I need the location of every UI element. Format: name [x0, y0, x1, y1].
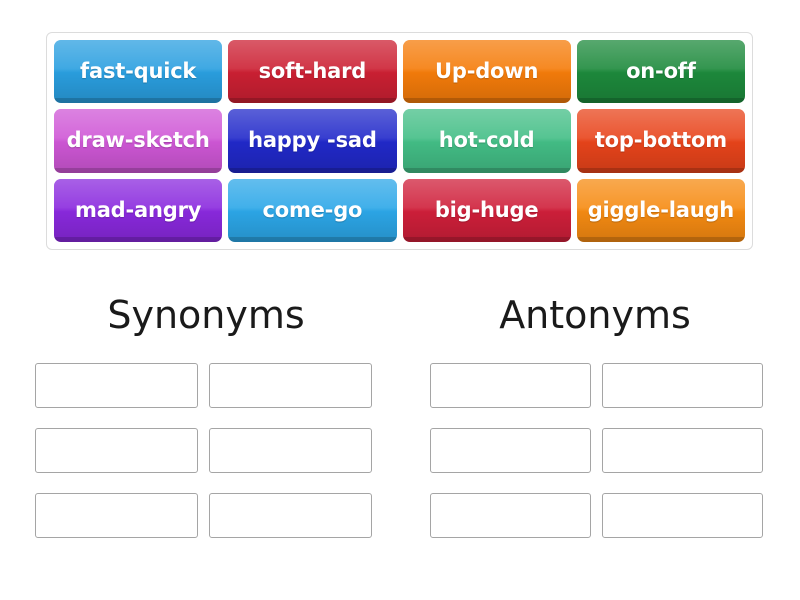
- tile-label: happy -sad: [248, 128, 377, 153]
- tile-fast-quick[interactable]: fast-quick: [54, 40, 223, 104]
- dropzone-antonyms-4[interactable]: [602, 428, 763, 473]
- tile-label: giggle-laugh: [587, 197, 735, 222]
- dropzone-antonyms-5[interactable]: [430, 493, 591, 538]
- tile-come-go[interactable]: come-go: [228, 178, 397, 242]
- dropzone-synonyms-3[interactable]: [35, 428, 198, 473]
- tile-draw-sketch[interactable]: draw-sketch: [54, 109, 223, 173]
- dropzone-group-antonyms: [430, 363, 763, 538]
- tile-label: fast-quick: [80, 59, 197, 84]
- tile-label: come-go: [262, 197, 363, 222]
- tile-on-off[interactable]: on-off: [576, 40, 745, 104]
- category-heading-synonyms: Synonyms: [107, 293, 305, 337]
- category-heading-antonyms: Antonyms: [499, 293, 691, 337]
- tile-label: Up-down: [435, 59, 539, 84]
- tile-happy-sad[interactable]: happy -sad: [228, 109, 397, 173]
- tile-label: hot-cold: [438, 128, 535, 153]
- dropzone-synonyms-5[interactable]: [35, 493, 198, 538]
- tile-mad-angry[interactable]: mad-angry: [54, 178, 223, 242]
- tile-giggle-laugh[interactable]: giggle-laugh: [576, 178, 745, 242]
- tile-grid: fast-quick soft-hard Up-down on-off draw-ske…: [54, 40, 745, 242]
- dropzone-antonyms-1[interactable]: [430, 363, 591, 408]
- dropzone-antonyms-3[interactable]: [430, 428, 591, 473]
- dropzone-synonyms-2[interactable]: [209, 363, 372, 408]
- dropzone-antonyms-6[interactable]: [602, 493, 763, 538]
- dropzone-synonyms-4[interactable]: [209, 428, 372, 473]
- dropzone-antonyms-2[interactable]: [602, 363, 763, 408]
- tile-soft-hard[interactable]: soft-hard: [228, 40, 397, 104]
- tile-up-down[interactable]: Up-down: [402, 40, 571, 104]
- tile-label: top-bottom: [594, 128, 727, 153]
- tile-label: soft-hard: [258, 59, 367, 84]
- tile-hot-cold[interactable]: hot-cold: [402, 109, 571, 173]
- tile-top-bottom[interactable]: top-bottom: [576, 109, 745, 173]
- dropzone-synonyms-6[interactable]: [209, 493, 372, 538]
- dropzone-synonyms-1[interactable]: [35, 363, 198, 408]
- tile-label: mad-angry: [75, 197, 202, 222]
- tile-label: draw-sketch: [66, 128, 210, 153]
- tile-label: on-off: [626, 59, 696, 84]
- tile-big-huge[interactable]: big-huge: [402, 178, 571, 242]
- tile-label: big-huge: [434, 197, 539, 222]
- dropzone-group-synonyms: [35, 363, 372, 538]
- tile-tray: fast-quick soft-hard Up-down on-off draw-ske…: [46, 32, 753, 250]
